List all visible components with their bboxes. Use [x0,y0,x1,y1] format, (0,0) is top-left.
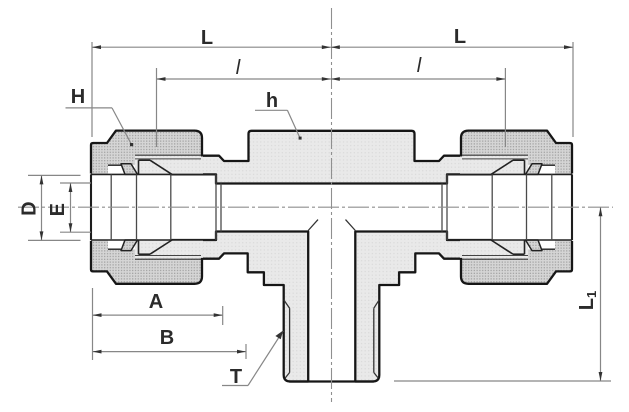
svg-text:L: L [201,27,213,49]
svg-text:A: A [149,291,163,313]
svg-text:l: l [236,57,241,79]
svg-text:D: D [19,201,41,215]
svg-text:l: l [417,55,422,77]
svg-text:E: E [47,203,69,216]
svg-text:B: B [160,327,174,349]
svg-text:T: T [230,366,242,388]
svg-text:H: H [71,86,85,108]
svg-text:L: L [454,26,466,48]
svg-text:h: h [266,90,278,112]
